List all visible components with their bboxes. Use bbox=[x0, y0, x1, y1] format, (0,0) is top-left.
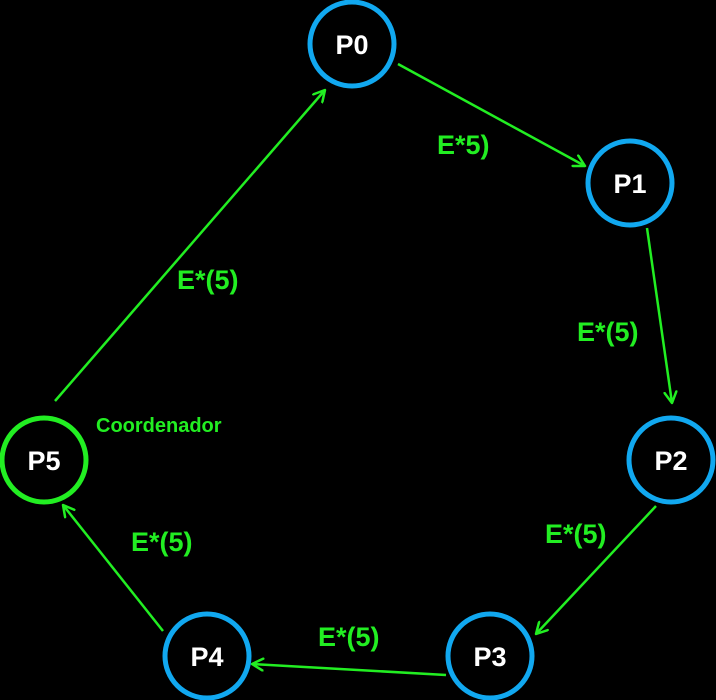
node-circle-p3 bbox=[445, 611, 535, 700]
edges-layer bbox=[54, 62, 672, 677]
node-p4: P4 bbox=[162, 611, 252, 700]
edge-label-p1-p2: E*(5) bbox=[577, 317, 639, 347]
node-p5: P5 bbox=[0, 415, 89, 505]
node-p3: P3 bbox=[445, 611, 535, 700]
node-p2: P2 bbox=[626, 415, 716, 505]
labels-layer: E*5) E*(5) E*(5) E*(5) E*(5) E*(5) Coordenador bbox=[96, 130, 639, 652]
node-p0: P0 bbox=[307, 0, 397, 89]
edge-p2-p3 bbox=[536, 505, 657, 634]
edge-p0-p1 bbox=[397, 62, 585, 166]
node-p1: P1 bbox=[585, 138, 675, 228]
edge-p3-p4 bbox=[252, 664, 447, 677]
edge-p5-p0 bbox=[54, 90, 325, 402]
node-label-p2: P2 bbox=[654, 446, 687, 476]
node-label-p4: P4 bbox=[190, 642, 223, 672]
node-label-p5: P5 bbox=[27, 446, 60, 476]
edge-label-p0-p1: E*5) bbox=[437, 130, 490, 160]
coordinator-label: Coordenador bbox=[96, 415, 222, 437]
edge-label-p4-p5: E*(5) bbox=[131, 527, 193, 557]
edge-p4-p5 bbox=[63, 505, 164, 632]
edge-label-p5-p0: E*(5) bbox=[177, 265, 239, 295]
node-circle-p2 bbox=[626, 415, 716, 505]
edge-label-p3-p4: E*(5) bbox=[318, 622, 380, 652]
node-circle-p0 bbox=[307, 0, 397, 89]
node-circle-p4 bbox=[162, 611, 252, 700]
node-label-p0: P0 bbox=[335, 30, 368, 60]
node-circle-p5 bbox=[0, 415, 89, 505]
node-circle-p1 bbox=[585, 138, 675, 228]
node-label-p1: P1 bbox=[613, 169, 646, 199]
edge-label-p2-p3: E*(5) bbox=[545, 519, 607, 549]
node-label-p3: P3 bbox=[473, 642, 506, 672]
edge-p1-p2 bbox=[645, 227, 672, 403]
